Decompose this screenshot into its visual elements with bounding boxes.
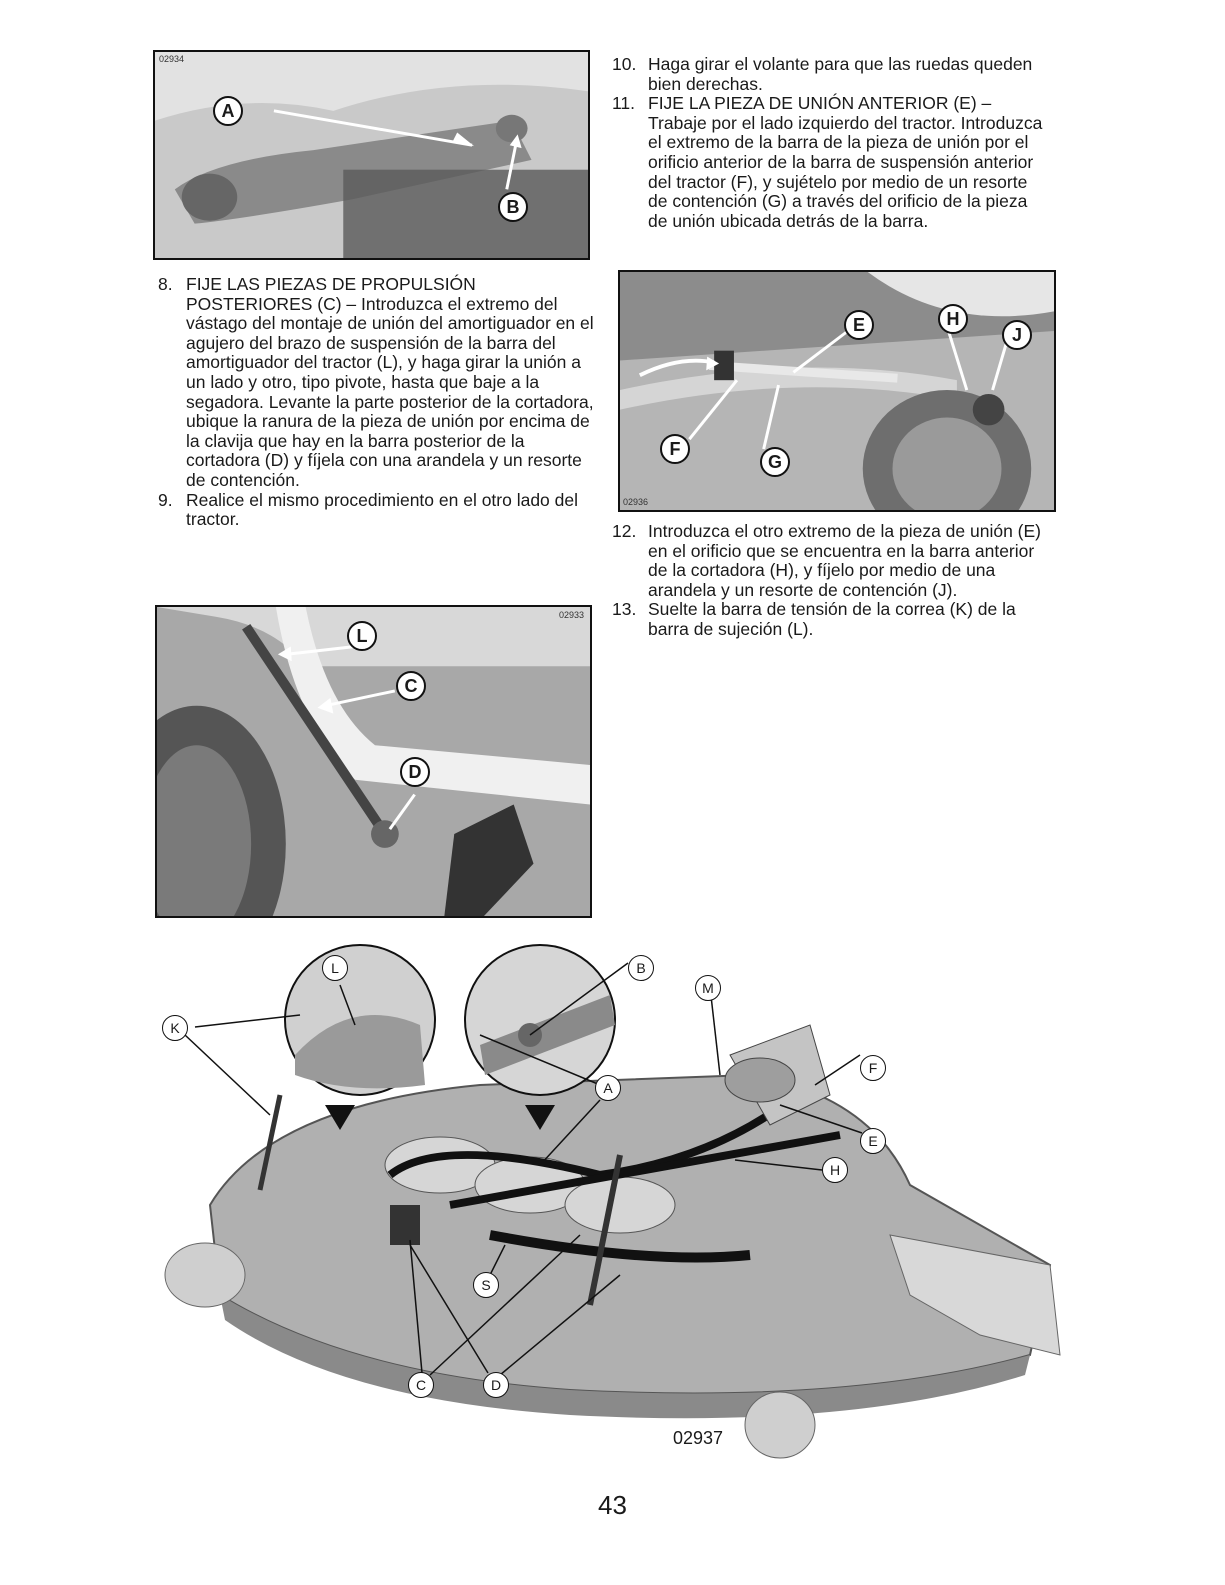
callout-d: D xyxy=(400,757,430,787)
callout-m: M xyxy=(695,975,721,1001)
callout-f: F xyxy=(860,1055,886,1081)
callout-c: C xyxy=(396,671,426,701)
mower-deck-diagram: K L B M F A E H S C D xyxy=(150,935,1070,1480)
step-12: 12. Introduzca el otro extremo de la pie… xyxy=(612,521,1044,600)
callout-a: A xyxy=(213,96,243,126)
left-column-text: 8. FIJE LAS PIEZAS DE PROPULSIÓN POSTERI… xyxy=(158,274,594,530)
step-detail: – Trabaje por el lado izquierdo del trac… xyxy=(648,93,1043,231)
photo-top-drawing xyxy=(155,52,588,258)
step-title: FIJE LA PIEZA DE UNIÓN ANTERIOR (E) xyxy=(648,93,977,114)
right-column-text-bottom: 12. Introduzca el otro extremo de la pie… xyxy=(612,521,1044,640)
callout-h: H xyxy=(822,1157,848,1183)
callout-e: E xyxy=(844,310,874,340)
step-13: 13. Suelte la barra de tensión de la cor… xyxy=(612,600,1044,639)
callout-k: K xyxy=(162,1015,188,1041)
step-text: FIJE LAS PIEZAS DE PROPULSIÓN POSTERIORE… xyxy=(186,274,594,490)
photo-rear-drive-link: 02933 L C D xyxy=(155,605,592,918)
deck-drawing xyxy=(164,944,1061,1459)
diagram-code: 02937 xyxy=(673,1428,724,1448)
callout-g: G xyxy=(760,447,790,477)
callout-s: S xyxy=(473,1272,499,1298)
photo-rear-link-bracket: 02934 A B xyxy=(153,50,590,260)
step-8: 8. FIJE LAS PIEZAS DE PROPULSIÓN POSTERI… xyxy=(158,274,594,491)
step-text: Haga girar el volante para que las rueda… xyxy=(648,54,1033,94)
step-11: 11. FIJE LA PIEZA DE UNIÓN ANTERIOR (E) … xyxy=(612,93,1044,231)
photo-middle-drawing xyxy=(157,607,590,916)
callout-c: C xyxy=(408,1372,434,1398)
step-number: 8. xyxy=(158,274,173,294)
callout-j: J xyxy=(1002,320,1032,350)
callout-b: B xyxy=(628,955,654,981)
photo-right-drawing xyxy=(620,272,1054,510)
step-number: 9. xyxy=(158,489,173,510)
step-text: FIJE LA PIEZA DE UNIÓN ANTERIOR (E) – Tr… xyxy=(648,93,1044,231)
photo-code: 02936 xyxy=(623,497,649,507)
callout-h: H xyxy=(938,304,968,334)
step-10: 10. Haga girar el volante para que las r… xyxy=(612,54,1044,94)
right-column-text-top: 10. Haga girar el volante para que las r… xyxy=(612,54,1044,231)
step-text: Introduzca el otro extremo de la pieza d… xyxy=(648,521,1041,600)
step-number: 12. xyxy=(612,521,637,541)
photo-code: 02934 xyxy=(159,54,185,64)
callout-l: L xyxy=(347,621,377,651)
callout-d: D xyxy=(483,1372,509,1398)
callout-a: A xyxy=(595,1075,621,1101)
step-text: Realice el mismo procedimiento en el otr… xyxy=(186,489,579,530)
page-number: 43 xyxy=(598,1490,627,1520)
step-9: 9. Realice el mismo procedimiento en el … xyxy=(158,489,594,530)
photo-code: 02933 xyxy=(558,610,584,620)
callout-l: L xyxy=(322,955,348,981)
callout-f: F xyxy=(660,434,690,464)
step-text: Suelte la barra de tensión de la correa … xyxy=(648,599,1016,639)
photo-front-link: 02936 E H J F G xyxy=(618,270,1056,512)
callout-b: B xyxy=(498,192,528,222)
step-number: 10. xyxy=(612,54,637,74)
step-number: 11. xyxy=(612,93,636,114)
step-number: 13. xyxy=(612,599,637,620)
callout-e: E xyxy=(860,1128,886,1154)
